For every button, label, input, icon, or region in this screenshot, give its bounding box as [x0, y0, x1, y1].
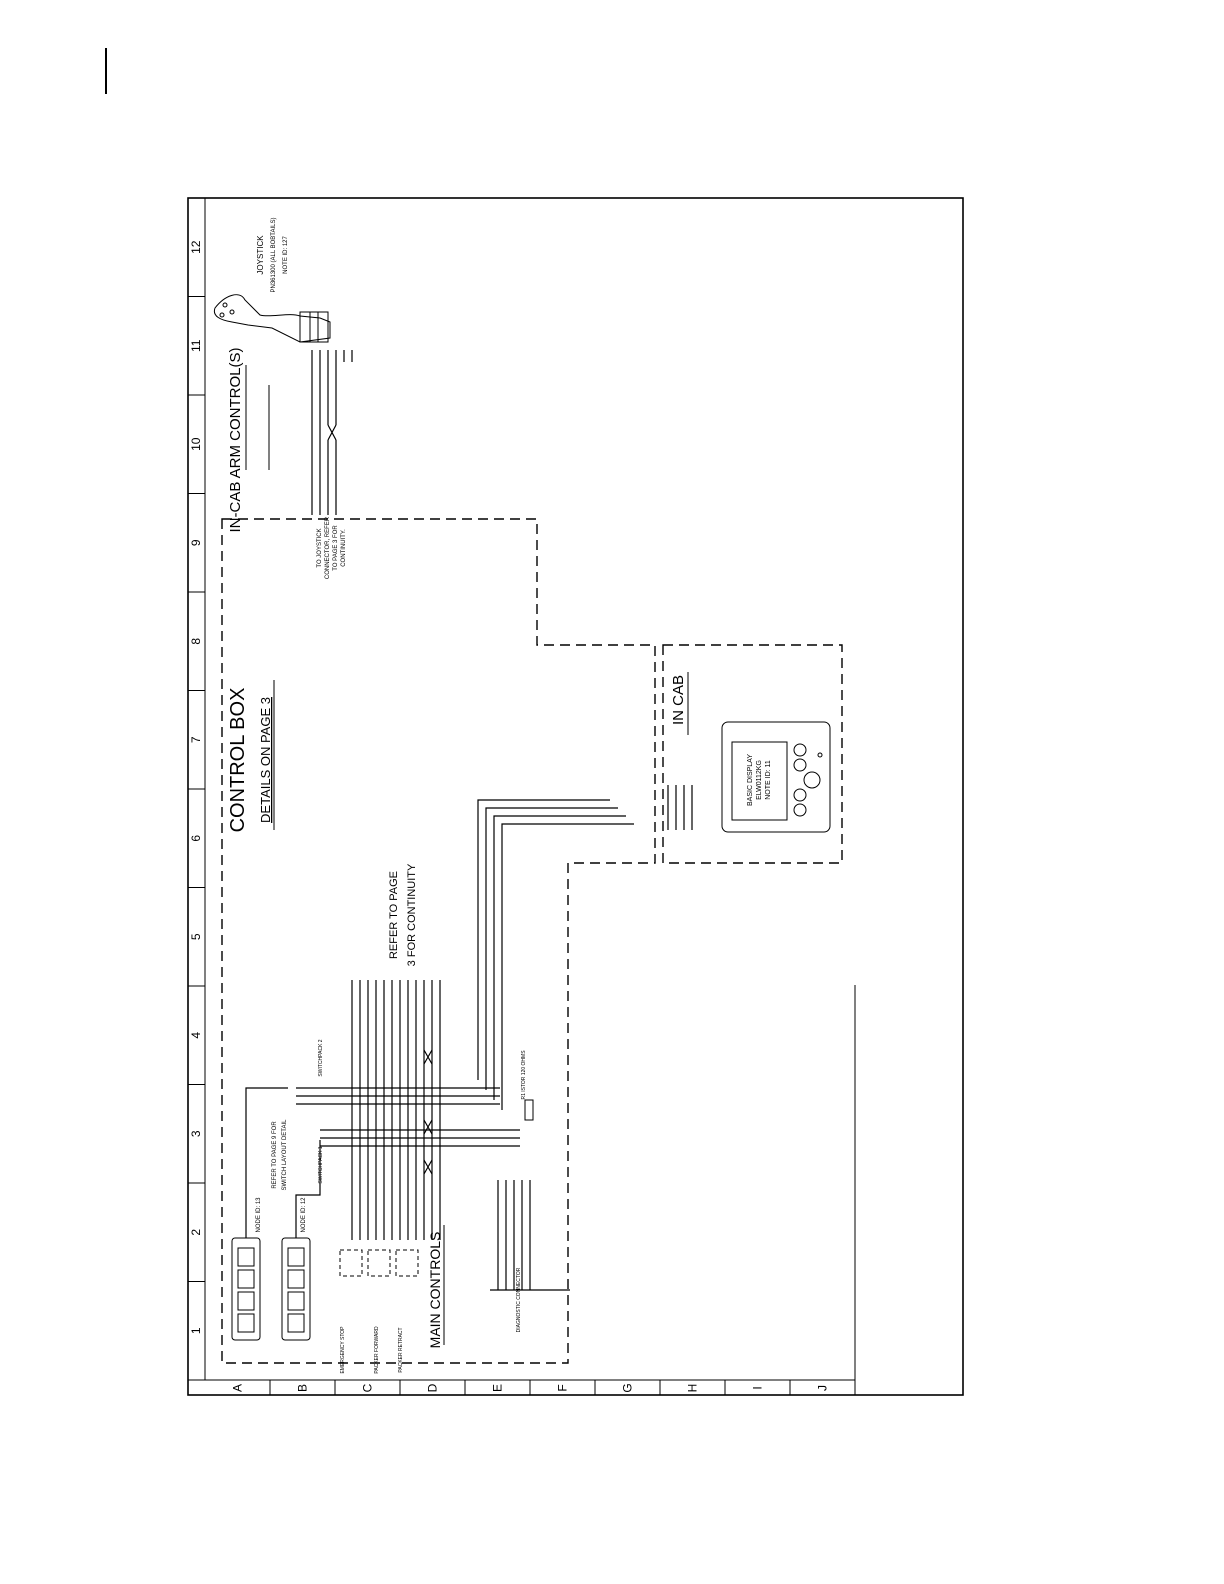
column-label: 3 — [189, 1130, 203, 1137]
row-label: D — [426, 1383, 440, 1392]
basic-display-label-2: ELW0112KG — [756, 760, 763, 800]
column-label: 12 — [189, 240, 203, 254]
switch-pack-2 — [281, 1237, 311, 1341]
main-harness-trunk — [477, 799, 634, 1110]
packer-forward-label: PACKER FORWARD — [374, 1326, 380, 1374]
control-box-title: CONTROL BOX — [227, 688, 249, 833]
joystick-note-label: NOTE ID: 127 — [283, 236, 289, 274]
twisted-pair-cross — [423, 1049, 433, 1065]
twisted-pair-cross — [423, 1159, 433, 1175]
joystick-connector-note-1: TO JOYSTICK — [317, 528, 323, 567]
control-box-details-label: DETAILS ON PAGE 3 — [258, 697, 273, 823]
row-grid: A B C D E F G H I J — [231, 1380, 856, 1395]
joystick-connector-note-3: TO PAGE 3 FOR — [333, 525, 339, 571]
row-label: A — [231, 1384, 245, 1392]
in-cab-title: IN CAB — [670, 675, 687, 725]
basic-display-icon — [721, 721, 831, 833]
column-label: 9 — [189, 539, 203, 546]
in-cab-boundary — [662, 644, 843, 864]
twisted-pair-cross — [423, 1119, 433, 1135]
column-label: 10 — [189, 437, 203, 451]
row-label: G — [621, 1383, 635, 1392]
column-label: 7 — [189, 736, 203, 743]
resistor-icon — [524, 1099, 534, 1121]
row-label: J — [816, 1385, 830, 1391]
switch-refer-label-1: REFER TO PAGE 9 FOR — [272, 1121, 278, 1189]
joystick-connector-note-4: CONTINUITY. — [341, 529, 347, 567]
joystick-icon — [213, 294, 331, 343]
row-label: H — [686, 1384, 700, 1393]
resistor-label: R1 ISTOR 120 OHMS — [521, 1050, 527, 1100]
for-continuity-label: 3 FOR CONTINUITY — [406, 863, 418, 966]
column-label: 8 — [189, 638, 203, 645]
node-13-label: NODE ID: 13 — [256, 1197, 262, 1233]
joystick-label: JOYSTICK — [256, 235, 265, 275]
row-label: E — [491, 1384, 505, 1392]
joystick-part-label: PN361300 (ALL BOBTAILS) — [271, 217, 277, 292]
joystick-connector-note-2: CONNECTOR, REFER — [325, 516, 331, 579]
column-label: 5 — [189, 933, 203, 940]
switch-pack-1 — [231, 1237, 261, 1341]
switchpack-1-label: SWITCHPACK 1 — [318, 1146, 324, 1183]
emergency-stop-label: EMERGENCY STOP — [340, 1326, 346, 1374]
column-label: 2 — [189, 1229, 203, 1236]
column-label: 1 — [189, 1327, 203, 1334]
row-label: B — [296, 1384, 310, 1392]
packer-retract-label: PACKER RETRACT — [398, 1327, 404, 1372]
display-harness — [667, 785, 693, 830]
row-label: F — [556, 1384, 570, 1391]
switchpack-wiring — [245, 1087, 520, 1238]
basic-display-label-1: BASIC DISPLAY — [747, 754, 754, 806]
refer-to-page-label: REFER TO PAGE — [388, 871, 400, 959]
node-12-label: NODE ID: 12 — [301, 1197, 307, 1233]
diagnostic-connector-label: DIAGNOSTIC CONNECTOR — [516, 1267, 522, 1332]
basic-display-label-3: NOTE ID: 11 — [765, 760, 772, 800]
relay-block — [339, 1249, 419, 1277]
column-label: 11 — [189, 339, 203, 352]
control-box-boundary — [221, 518, 656, 1364]
diagnostic-connector — [490, 1180, 570, 1291]
column-label: 4 — [189, 1032, 203, 1039]
switchpack-2-label: SWITCHPACK 2 — [318, 1039, 324, 1076]
switch-refer-label-2: SWITCH LAYOUT DETAIL — [282, 1119, 288, 1191]
joystick-harness — [311, 350, 353, 515]
in-cab-arm-controls-title: IN-CAB ARM CONTROL(S) — [227, 347, 244, 532]
main-controls-title: MAIN CONTROLS — [427, 1232, 443, 1349]
page-margin-bar — [105, 48, 107, 94]
row-label: C — [361, 1383, 375, 1392]
main-bus-wiring — [351, 980, 441, 1240]
column-label: 6 — [189, 835, 203, 842]
row-label: I — [751, 1386, 765, 1389]
